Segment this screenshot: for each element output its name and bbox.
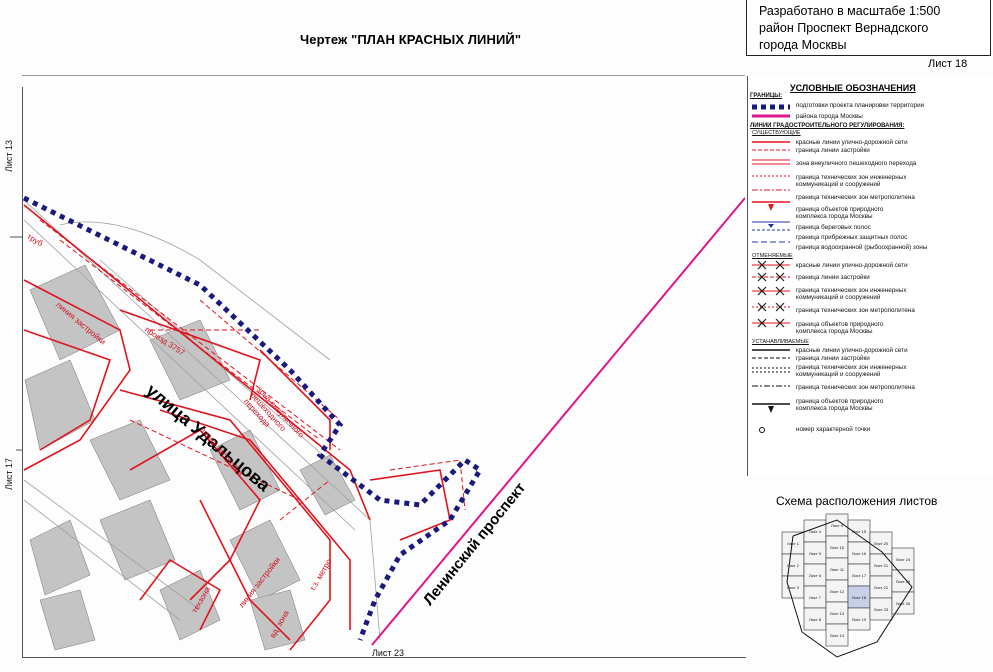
scheme-cell-label: Лист 22 [874, 585, 889, 590]
legend-cancelled-1: граница линии застройки [796, 274, 870, 281]
legend-existing-10: граница водоохранной (рыбоохранной) зоны [796, 244, 928, 251]
scheme-cell [825, 623, 849, 647]
scheme-cell-label: Лист 16 [852, 551, 867, 556]
scheme-cell-label: Лист 10 [830, 545, 845, 550]
legend-panel: УСЛОВНЫЕ ОБОЗНАЧЕНИЯ ГРАНИЦЫ: подготовки… [747, 76, 993, 476]
frame-top-line [22, 75, 745, 76]
scheme-cell-label: Лист 19 [852, 617, 867, 622]
scheme-cell-label: Лист 14 [830, 633, 845, 638]
stamp-district: район Проспект Вернадского [759, 21, 929, 35]
legend-established-7: номер характерной точки [796, 426, 871, 433]
legend-symbol-district [752, 114, 790, 118]
scheme-cell-label: Лист 1 [787, 541, 800, 546]
scheme-cell-label: Лист 20 [874, 541, 889, 546]
scheme-cell-label: Лист 26 [896, 601, 911, 606]
scheme-cell [891, 591, 915, 615]
stamp-city: города Москвы [759, 38, 847, 52]
legend-established-3: коммуникаций и сооружений [796, 371, 881, 378]
drawing-title: Чертеж "ПЛАН КРАСНЫХ ЛИНИЙ" [300, 32, 522, 47]
legend-existing-2: зона внеуличного пешеходного перехода [796, 160, 917, 167]
scheme-cell-label: Лист 8 [809, 617, 822, 622]
scheme-cell-label: Лист 21 [874, 563, 889, 568]
legend-existing-4: коммуникаций и сооружений [796, 181, 881, 188]
legend-established-symbols [752, 349, 790, 433]
legend-boundaries-head: ГРАНИЦЫ: [750, 93, 783, 99]
legend-cancelled-2: граница технических зон инженерных [796, 287, 907, 294]
legend-cancelled-head: ОТМЕНЯЕМЫЕ [752, 253, 793, 259]
legend-cancelled-4: граница технических зон метрополитена [796, 307, 915, 314]
legend-established-6: комплекса города Москвы [796, 405, 873, 412]
scheme-cell-label: Лист 13 [830, 611, 845, 616]
legend-established-5: граница объектов природного [796, 398, 884, 405]
legend-existing-0: красные линии улично-дорожной сети [796, 139, 908, 146]
scheme-cell-label: Лист 4 [809, 529, 822, 534]
drawing-frame [22, 87, 746, 658]
legend-symbol-project [752, 104, 790, 110]
project-boundary [22, 195, 484, 641]
scheme-cell-label: Лист 6 [809, 573, 822, 578]
legend-existing-7: комплекса города Москвы [796, 213, 873, 220]
stamp-box: Разработано в масштабе 1:500 район Просп… [746, 0, 991, 56]
sheet-layout-scheme: Лист 1 Лист 2 Лист 3 Лист 4 Лист 5 Лист 6 Лист… [781, 513, 915, 658]
stamp-scale: Разработано в масштабе 1:500 [759, 4, 941, 18]
legend-existing-symbols [752, 141, 790, 243]
legend-established-head: УСТАНАВЛИВАЕМЫЕ [752, 339, 809, 345]
scheme-cell-label: Лист 3 [787, 585, 800, 590]
map-drawing [10, 195, 745, 651]
legend-cancelled-6: комплекса города Москвы [796, 328, 873, 335]
legend-established-4: граница технических зон метрополитена [796, 384, 915, 391]
adjacent-sheet-bottom: Лист 23 [372, 648, 405, 658]
scheme-cell-label: Лист 5 [809, 551, 822, 556]
scheme-cell-label: Лист 7 [809, 595, 822, 600]
buildings [24, 264, 356, 651]
legend-established-0: красные линии улично-дорожной сети [796, 347, 908, 354]
district-boundary [371, 197, 745, 646]
scheme-cell-label: Лист 12 [830, 589, 845, 594]
scheme-title: Схема расположения листов [776, 494, 938, 508]
scheme-cell-label: Лист 24 [896, 557, 911, 562]
legend-cancelled-5: граница объектов природного [796, 321, 884, 328]
scheme-district-outline [786, 519, 913, 658]
scheme-cell-label: Лист 11 [830, 567, 845, 572]
scheme-cell-label: Лист 15 [852, 529, 867, 534]
legend-cancelled-3: коммуникаций и сооружений [796, 294, 881, 301]
scheme-cell-label: Лист 18 [852, 595, 867, 600]
legend-title: УСЛОВНЫЕ ОБОЗНАЧЕНИЯ [790, 83, 916, 93]
sheet-number: Лист 18 [928, 58, 968, 70]
legend-existing-1: граница линии застройки [796, 147, 870, 154]
legend-established-1: граница линии застройки [796, 355, 870, 362]
legend-cancelled-symbols [752, 260, 790, 328]
road-outlines [23, 199, 381, 641]
legend-boundary-project: подготовки проекта планировки территории [796, 102, 925, 109]
legend-existing-3: граница технических зон инженерных [796, 174, 907, 181]
legend-lines-head: ЛИНИИ ГРАДОСТРОИТЕЛЬНОГО РЕГУЛИРОВАНИЯ: [750, 123, 905, 129]
legend-existing-9: граница прибрежных защитных полос [796, 234, 908, 241]
legend-established-2: граница технических зон инженерных [796, 364, 907, 371]
legend-boundary-district: района города Москвы [796, 113, 863, 120]
legend-existing-5: граница технических зон метрополитена [796, 194, 915, 201]
scheme-cell-label: Лист 2 [787, 563, 800, 568]
legend-existing-8: граница береговых полос [796, 224, 871, 231]
scheme-cell-label: Лист 23 [874, 607, 889, 612]
legend-cancelled-0: красные линии улично-дорожной сети [796, 262, 908, 269]
scheme-cell-label: Лист 17 [852, 573, 867, 578]
legend-existing-head: СУЩЕСТВУЮЩИЕ [752, 130, 801, 136]
scheme-cell-label: Лист 9 [831, 523, 844, 528]
legend-existing-6: граница объектов природного [796, 206, 884, 213]
scheme-cell-label: Лист 25 [896, 579, 911, 584]
